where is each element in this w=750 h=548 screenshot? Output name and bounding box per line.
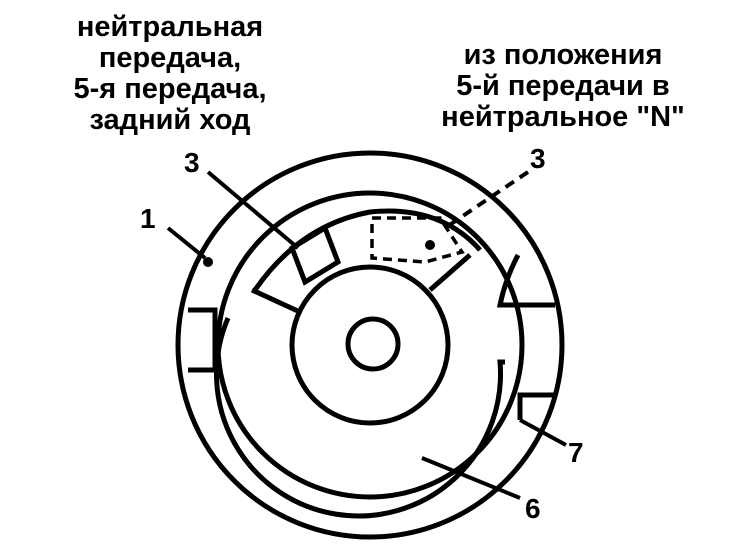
caption-right-line-3: нейтральное "N": [441, 101, 685, 133]
caption-left-positions: нейтральная передача, 5-я передача, задн…: [30, 12, 310, 136]
caption-right-line-2: 5-й передачи в: [456, 70, 670, 102]
leader-part-1: [166, 226, 207, 260]
central-hub: [289, 264, 451, 426]
caption-right-transition: из положения 5-й передачи в нейтральное …: [408, 40, 718, 133]
cam-guide-arc: [252, 208, 482, 292]
left-pin: [288, 224, 342, 286]
outer-housing-ring: [175, 150, 565, 540]
caption-right-line-1: из положения: [463, 39, 663, 71]
callout-part-7: 7: [568, 437, 584, 468]
caption-left-line-1: нейтральная: [76, 11, 264, 43]
housing-dot: [203, 257, 213, 267]
leader-part-7: [519, 418, 567, 447]
caption-left-line-2: передача,: [98, 42, 242, 74]
callout-part-6: 6: [525, 493, 541, 524]
right-pin-dashed: [370, 216, 465, 264]
caption-left-line-3: 5-я передача,: [73, 73, 267, 105]
caption-left-line-4: задний ход: [89, 104, 251, 136]
leader-part-3-left: [206, 170, 300, 250]
lever-arm-left: [250, 287, 302, 315]
lever-arm-right: [428, 253, 472, 292]
callout-part-1: 1: [140, 203, 156, 234]
left-slot-notch: [188, 307, 218, 373]
callout-part-3-left: 3: [184, 147, 200, 178]
right-upper-recess: [496, 253, 555, 308]
pin-dot: [425, 240, 435, 250]
callout-part-3-right: 3: [530, 143, 546, 174]
segment-6-boundary: [214, 317, 505, 519]
right-lower-recess: [517, 392, 556, 420]
leader-part-6: [421, 456, 521, 500]
hub-bore: [345, 316, 401, 372]
